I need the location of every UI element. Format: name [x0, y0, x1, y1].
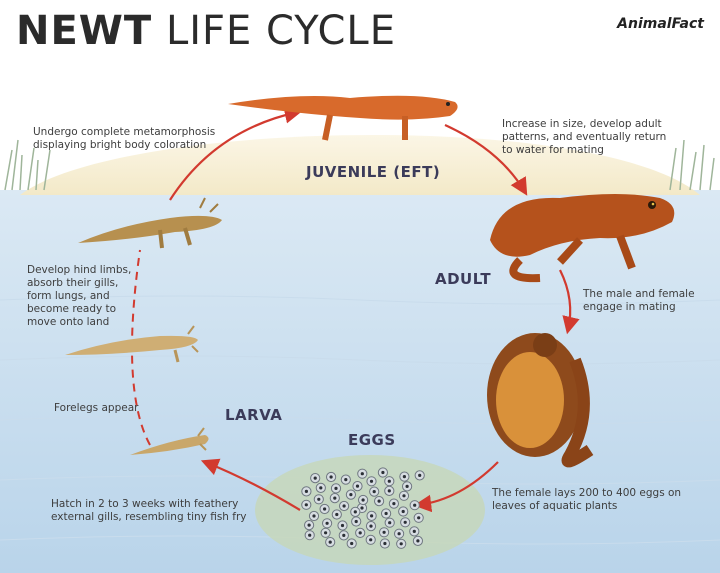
- egg-embryo: [388, 521, 392, 525]
- stage-label-eggs: EGGS: [348, 431, 396, 449]
- sand-bank: [20, 134, 700, 195]
- egg-embryo: [372, 490, 376, 494]
- egg-embryo: [333, 496, 337, 500]
- egg-embryo: [384, 511, 388, 516]
- desc-hind-limbs: Develop hind limbs, absorb their gills, …: [27, 264, 132, 328]
- egg-embryo: [399, 542, 403, 546]
- egg-embryo: [381, 470, 385, 475]
- egg-embryo: [355, 484, 360, 488]
- page-title: NEWT LIFE CYCLE: [16, 8, 396, 54]
- juvenile-eft-image: [228, 95, 458, 141]
- egg-embryo: [382, 530, 386, 534]
- egg-embryo: [313, 476, 317, 480]
- adult-newt-image: [490, 194, 675, 283]
- egg-embryo: [350, 541, 354, 546]
- stage-label-larva: LARVA: [225, 406, 283, 424]
- egg-embryo: [369, 524, 373, 528]
- egg-embryo: [360, 472, 364, 476]
- desc-metamorphosis: Undergo complete metamorphosis displayin…: [33, 126, 216, 151]
- egg-embryo: [369, 538, 373, 542]
- arrow-juvenile-to-adult: [444, 123, 528, 196]
- egg-embryo: [308, 533, 312, 537]
- grass-right: [669, 139, 715, 191]
- brand-logo: AnimalFact: [617, 16, 704, 32]
- egg-embryo: [340, 523, 345, 528]
- arrow-to-juvenile: [169, 106, 303, 201]
- egg-embryo: [324, 531, 328, 535]
- desc-mating: The male and female engage in mating: [583, 288, 695, 313]
- egg-embryo: [418, 473, 422, 477]
- egg-embryo: [383, 541, 387, 546]
- egg-embryo: [317, 497, 321, 501]
- arrow-larva-to-juvenile-dashed: [131, 249, 151, 446]
- egg-embryo: [370, 514, 374, 518]
- egg-embryo: [412, 529, 416, 534]
- arrow-adult-to-mating: [559, 269, 580, 335]
- egg-embryo: [344, 478, 348, 482]
- title-light-part: LIFE CYCLE: [165, 8, 396, 54]
- egg-embryo: [405, 484, 409, 488]
- egg-embryo: [387, 489, 391, 493]
- egg-mass-image: [301, 467, 425, 549]
- arrow-eggs-to-larva: [200, 458, 301, 511]
- egg-embryo: [312, 514, 316, 518]
- lily-pad: [255, 455, 485, 565]
- larva-hindlimbs-image: [78, 197, 222, 249]
- desc-hatch: Hatch in 2 to 3 weeks with feathery exte…: [51, 498, 247, 523]
- egg-embryo: [403, 520, 407, 524]
- egg-embryo: [369, 479, 374, 483]
- egg-embryo: [328, 540, 332, 544]
- egg-embryo: [304, 489, 308, 493]
- egg-embryo: [353, 510, 357, 514]
- desc-juvenile-growth: Increase in size, develop adult patterns…: [502, 118, 667, 156]
- mating-pair-image: [487, 333, 594, 468]
- egg-embryo: [358, 531, 362, 535]
- desc-forelegs: Forelegs appear: [54, 402, 139, 414]
- egg-embryo: [334, 486, 338, 490]
- egg-embryo: [319, 486, 323, 490]
- egg-embryo: [401, 509, 405, 514]
- egg-embryo: [354, 519, 358, 524]
- egg-embryo: [361, 498, 365, 502]
- egg-embryo: [329, 475, 333, 479]
- egg-embryo: [416, 539, 420, 543]
- egg-embryo: [323, 507, 327, 511]
- stage-label-juvenile: JUVENILE (EFT): [306, 163, 441, 181]
- larva-forelegs-image: [65, 325, 199, 363]
- egg-embryo: [342, 533, 346, 538]
- egg-embryo: [360, 506, 364, 510]
- egg-embryo: [307, 523, 311, 527]
- egg-embryo: [417, 516, 421, 520]
- egg-embryo: [325, 521, 329, 525]
- grass-left: [4, 139, 51, 191]
- egg-embryo: [304, 503, 308, 507]
- egg-embryo: [402, 475, 406, 479]
- desc-eggs: The female lays 200 to 400 eggs on leave…: [492, 487, 682, 512]
- egg-embryo: [413, 503, 417, 507]
- egg-embryo: [392, 502, 396, 506]
- egg-embryo: [349, 493, 353, 497]
- egg-embryo: [402, 494, 406, 498]
- title-bold-part: NEWT: [16, 8, 153, 54]
- egg-embryo: [377, 499, 381, 503]
- egg-embryo: [342, 504, 346, 508]
- larva-small-image: [130, 427, 209, 455]
- stage-label-adult: ADULT: [435, 270, 492, 288]
- egg-embryo: [387, 479, 391, 483]
- arrow-mating-to-eggs: [413, 461, 499, 513]
- egg-embryo: [397, 532, 401, 536]
- egg-embryo: [335, 512, 339, 517]
